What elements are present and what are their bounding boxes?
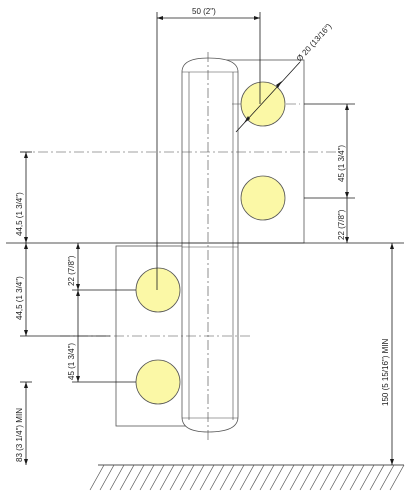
- dim-left-middle-label: 44,5 (1 3/4"): [15, 276, 24, 320]
- hatch-line: [99, 464, 115, 491]
- hatch-line: [139, 464, 155, 491]
- hatch-line: [149, 464, 165, 491]
- hatch-line: [259, 464, 275, 491]
- dim-diameter-label: Ø 20 (13/16"): [295, 22, 334, 64]
- hatch-line: [349, 464, 365, 491]
- dim-lower-offset: 22 (7/8"): [67, 243, 136, 291]
- hole-lower-2: [135, 359, 181, 405]
- dim-lower-spacing: 45 (1 3/4"): [67, 290, 136, 383]
- dim-top-width-label: 50 (2"): [192, 7, 216, 16]
- dim-upper-spacing: 45 (1 3/4"): [304, 103, 355, 199]
- hole-upper-2: [240, 175, 286, 221]
- hatch-line: [229, 464, 245, 491]
- dim-left-upper-label: 44,5 (1 3/4"): [15, 192, 24, 236]
- hatch-line: [369, 464, 385, 491]
- hatch-line: [379, 464, 395, 491]
- hatch-line: [169, 464, 185, 491]
- dim-left-middle: 44,5 (1 3/4"): [15, 243, 110, 337]
- hatch-line: [329, 464, 345, 491]
- hatch-line: [109, 464, 125, 491]
- hatch-line: [119, 464, 135, 491]
- dim-bottom-min-label: 83 (3 1/4") MIN: [15, 408, 24, 462]
- dim-right-min: 150 (5 15/16") MIN: [381, 243, 394, 465]
- dim-lower-offset-label: 22 (7/8"): [67, 255, 76, 286]
- dim-upper-spacing-label: 45 (1 3/4"): [337, 145, 346, 182]
- hatch-line: [239, 464, 255, 491]
- hatch-line: [189, 464, 205, 491]
- hatch-line: [289, 464, 305, 491]
- hatch-line: [309, 464, 325, 491]
- hatch-line: [279, 464, 295, 491]
- hinge-barrel: [181, 57, 239, 433]
- hatch-line: [199, 464, 215, 491]
- hatch-line: [319, 464, 335, 491]
- floor-hatch: [89, 464, 405, 491]
- dim-top-width: 50 (2"): [156, 7, 261, 290]
- dim-right-min-label: 150 (5 15/16") MIN: [381, 338, 390, 406]
- hatch-line: [269, 464, 285, 491]
- dim-lower-spacing-label: 45 (1 3/4"): [67, 343, 76, 380]
- hatch-line: [209, 464, 225, 491]
- hatch-line: [249, 464, 265, 491]
- hatch-line: [299, 464, 315, 491]
- dim-upper-offset: 22 (7/8"): [337, 198, 349, 243]
- hole-lower-1: [135, 267, 181, 313]
- dim-left-upper: 44,5 (1 3/4"): [15, 151, 32, 243]
- hatch-line: [389, 464, 405, 491]
- dim-upper-offset-label: 22 (7/8"): [337, 209, 346, 240]
- dim-bottom-min: 83 (3 1/4") MIN: [15, 381, 32, 465]
- hatch-line: [219, 464, 235, 491]
- hatch-line: [179, 464, 195, 491]
- hatch-line: [159, 464, 175, 491]
- hatch-line: [129, 464, 145, 491]
- hatch-line: [359, 464, 375, 491]
- hatch-line: [89, 464, 105, 491]
- hatch-line: [339, 464, 355, 491]
